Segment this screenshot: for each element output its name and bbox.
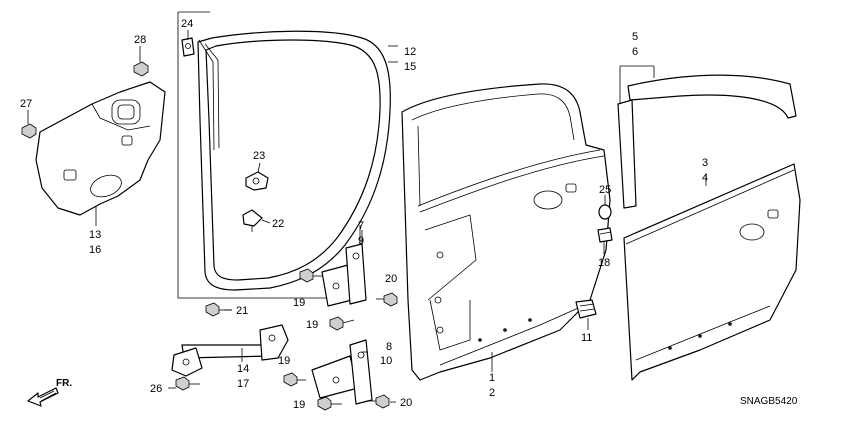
bolt-21 <box>205 302 232 317</box>
callout-10: 10 <box>380 355 392 367</box>
callout-19-lower-a: 19 <box>278 355 290 367</box>
callout-18: 18 <box>598 257 610 269</box>
bumper-18 <box>597 227 613 243</box>
bolt-19-mid <box>329 316 355 331</box>
callout-22: 22 <box>272 218 284 230</box>
bolt-20-lower <box>366 394 390 409</box>
callout-16: 16 <box>89 244 101 256</box>
nut-27 <box>21 123 37 139</box>
callout-26: 26 <box>150 383 162 395</box>
callout-7: 7 <box>358 220 364 232</box>
callout-3: 3 <box>702 157 708 169</box>
lower-hinge <box>311 339 373 405</box>
front-direction-arrow <box>27 387 59 407</box>
callout-19-lower-b: 19 <box>293 399 305 411</box>
callout-6: 6 <box>632 46 638 58</box>
plastic-cover <box>35 81 166 216</box>
callout-labels: 1 2 3 4 5 6 7 9 8 10 11 12 15 13 16 14 1… <box>20 18 708 411</box>
callout-12: 12 <box>404 46 416 58</box>
door-checker <box>171 324 289 377</box>
callout-2: 2 <box>489 387 495 399</box>
callout-17: 17 <box>237 378 249 390</box>
callout-9: 9 <box>358 235 364 247</box>
callout-20-upper: 20 <box>385 273 397 285</box>
callout-19-upper: 19 <box>293 297 305 309</box>
bolt-26 <box>175 376 200 391</box>
upper-hinge <box>321 243 367 307</box>
callout-8: 8 <box>386 341 392 353</box>
callout-28: 28 <box>134 34 146 46</box>
nut-28 <box>133 61 149 77</box>
callout-5: 5 <box>632 31 638 43</box>
leader-lines <box>27 30 707 403</box>
bolt-19-upper <box>299 268 322 283</box>
callout-24: 24 <box>181 18 193 30</box>
callout-23: 23 <box>253 150 265 162</box>
door-panel-frame <box>401 83 611 381</box>
callout-4: 4 <box>702 172 708 184</box>
molding <box>617 74 797 209</box>
seal-25 <box>598 204 612 220</box>
bolt-19-lower-a <box>283 372 306 387</box>
callout-11: 11 <box>581 332 592 344</box>
door-skin <box>623 163 801 381</box>
callout-19-mid: 19 <box>306 319 318 331</box>
clip-23 <box>245 171 269 191</box>
clip-24 <box>181 37 195 57</box>
callout-20-lower: 20 <box>400 397 412 409</box>
plug-11 <box>575 299 597 319</box>
door-weatherstrip <box>197 30 391 291</box>
clip-22 <box>242 209 263 232</box>
diagram-code: SNAGB5420 <box>740 396 798 407</box>
callout-14: 14 <box>237 363 249 375</box>
callout-13: 13 <box>89 229 101 241</box>
callout-25: 25 <box>599 184 611 196</box>
bolt-19-lower-b <box>317 396 342 411</box>
direction-label: FR. <box>56 378 72 389</box>
callout-15: 15 <box>404 61 416 73</box>
callout-27: 27 <box>20 98 32 110</box>
callout-1: 1 <box>489 372 495 384</box>
callout-21: 21 <box>236 305 248 317</box>
bolt-20-upper <box>376 292 398 307</box>
